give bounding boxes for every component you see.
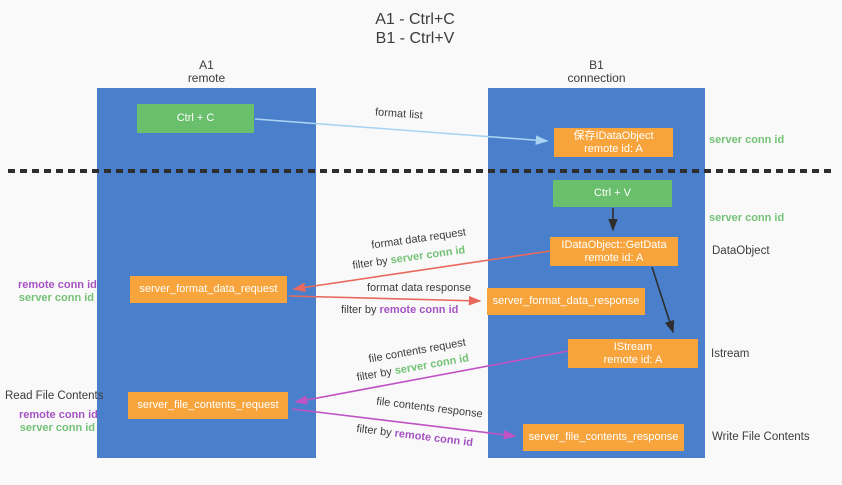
- remote-conn-id-text: remote conn id: [379, 304, 459, 316]
- node-server-format-data-request: server_format_data_request: [130, 276, 287, 303]
- edge-label-filter-remote-1: filter by remote conn id: [341, 304, 458, 316]
- server-conn-id-label: server conn id: [18, 292, 94, 304]
- node-getdata-line2: remote id: A: [584, 251, 644, 264]
- node-idataobject-getdata: IDataObject::GetData remote id: A: [550, 237, 678, 266]
- filter-by-text: filter by: [355, 422, 396, 440]
- edge-label-filter-server-1: filter by server conn id: [352, 244, 466, 272]
- node-istream: IStream remote id: A: [568, 339, 698, 368]
- label-server-conn-id-top: server conn id: [709, 134, 785, 146]
- label-conn-ids-file: remote conn id server conn id: [19, 409, 98, 435]
- node-ctrl-v-label: Ctrl + V: [594, 187, 631, 199]
- node-ctrl-v: Ctrl + V: [553, 180, 672, 207]
- label-read-file-contents: Read File Contents: [5, 390, 104, 402]
- filter-by-text: filter by: [351, 254, 392, 272]
- node-istream-line1: IStream: [613, 340, 653, 353]
- server-conn-id-label: server conn id: [19, 422, 95, 434]
- remote-conn-id-label: remote conn id: [18, 279, 97, 291]
- node-format-request-label: server_format_data_request: [139, 283, 278, 295]
- lane-header-connection: B1 connection: [488, 59, 705, 85]
- lane-remote-id: A1: [199, 58, 214, 72]
- node-file-request-label: server_file_contents_request: [137, 399, 279, 411]
- node-save-idataobject: 保存IDataObject remote id: A: [554, 128, 673, 157]
- node-ctrl-c-label: Ctrl + C: [176, 112, 215, 124]
- dashed-divider: [8, 169, 834, 173]
- node-ctrl-c: Ctrl + C: [137, 104, 254, 133]
- lane-connection-id: B1: [589, 58, 604, 72]
- node-server-file-contents-request: server_file_contents_request: [128, 392, 288, 419]
- node-format-response-label: server_format_data_response: [492, 295, 640, 307]
- node-save-idataobject-line1: 保存IDataObject: [573, 129, 654, 142]
- label-server-conn-id-mid: server conn id: [709, 212, 785, 224]
- label-write-file-contents: Write File Contents: [712, 431, 810, 443]
- label-istream: Istream: [711, 348, 750, 360]
- filter-by-text: filter by: [355, 365, 396, 384]
- edge-label-format-data-response: format data response: [367, 282, 471, 294]
- title-line-2: B1 - Ctrl+V: [375, 30, 455, 47]
- edge-label-format-list: format list: [374, 106, 424, 122]
- node-file-response-label: server_file_contents_response: [528, 431, 679, 443]
- lane-remote-name: remote: [187, 71, 226, 85]
- node-save-idataobject-line2: remote id: A: [584, 142, 643, 155]
- node-istream-line2: remote id: A: [603, 353, 663, 366]
- lane-header-remote: A1 remote: [97, 59, 316, 85]
- node-getdata-line1: IDataObject::GetData: [561, 238, 667, 251]
- title-line-1: A1 - Ctrl+C: [375, 11, 455, 28]
- filter-by-text: filter by: [341, 304, 380, 316]
- diagram-title: A1 - Ctrl+C B1 - Ctrl+V: [320, 10, 510, 48]
- remote-conn-id-text: remote conn id: [393, 427, 474, 450]
- remote-conn-id-label: remote conn id: [19, 409, 98, 421]
- arrow-format-data-response: [288, 295, 482, 306]
- edge-label-file-contents-response: file contents response: [375, 395, 484, 421]
- node-server-file-contents-response: server_file_contents_response: [523, 424, 684, 451]
- lane-connection-name: connection: [567, 71, 626, 85]
- label-conn-ids-format: remote conn id server conn id: [18, 279, 97, 305]
- edge-label-filter-remote-2: filter by remote conn id: [356, 423, 474, 449]
- label-dataobject: DataObject: [712, 245, 770, 257]
- node-server-format-data-response: server_format_data_response: [487, 288, 645, 315]
